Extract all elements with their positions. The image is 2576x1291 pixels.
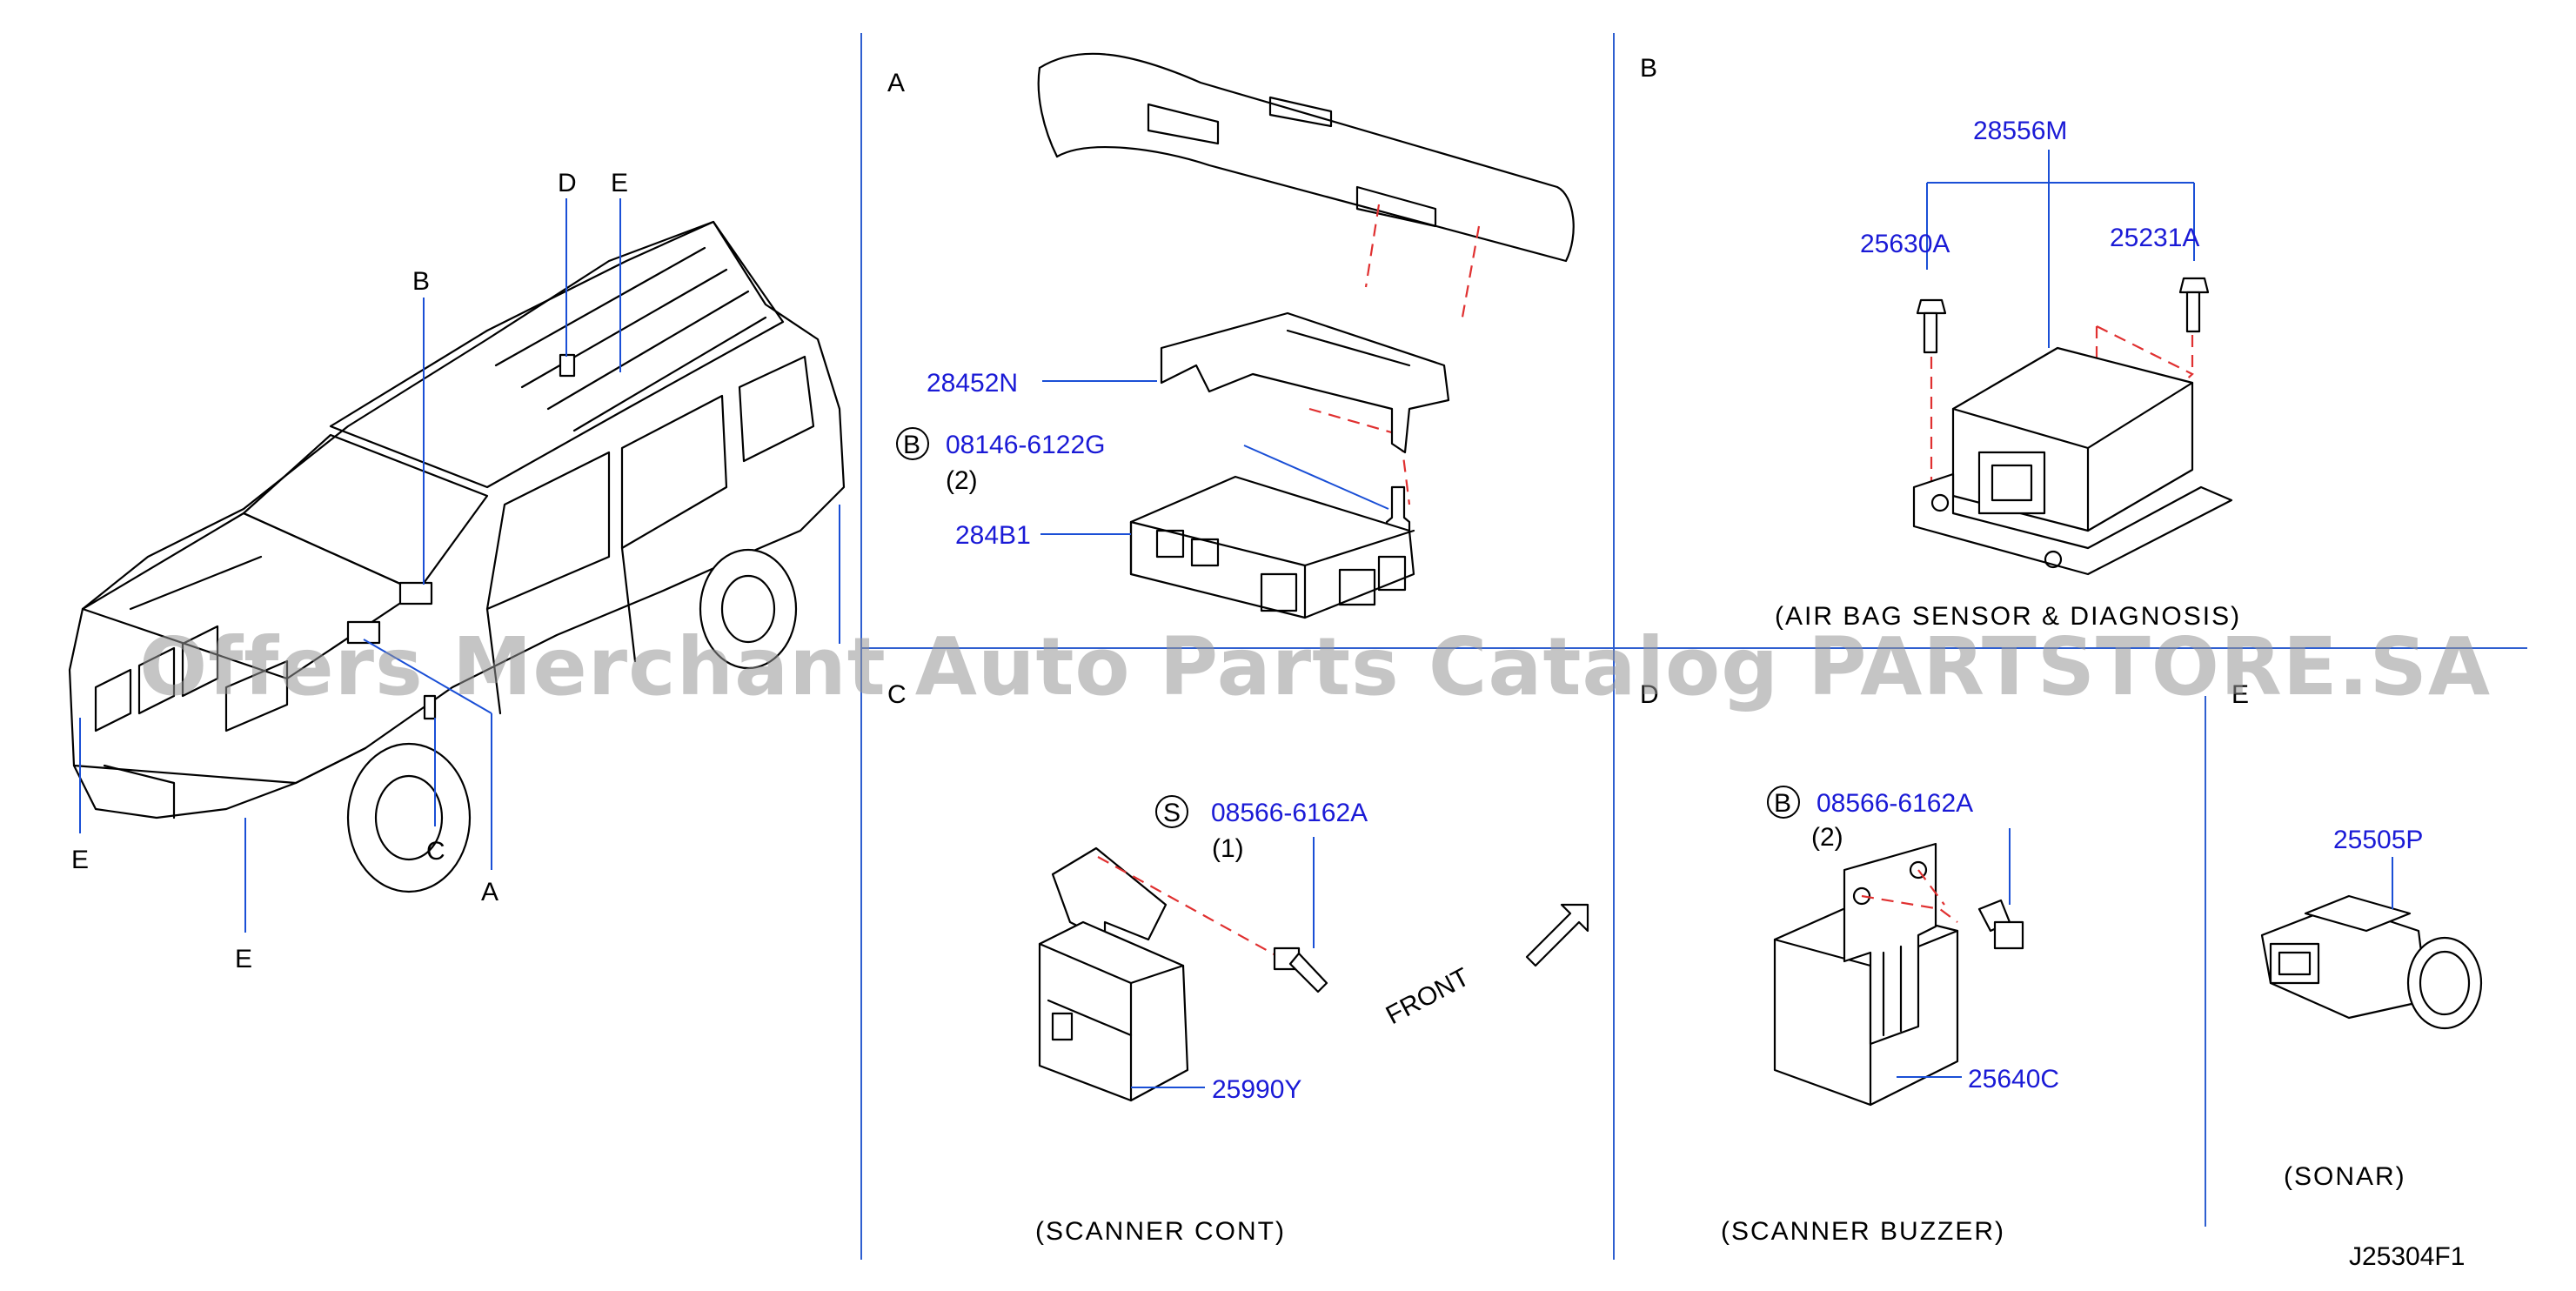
part-08146-6122g: 08146-6122G xyxy=(946,431,1106,459)
section-b: B 28556M 25630A 25231A (AIR BAG SENSOR &… xyxy=(1640,54,2241,631)
watermark: Offers Merchant Auto Parts Catalog PARTS… xyxy=(139,620,2491,713)
section-a-label: A xyxy=(887,69,905,97)
section-b-label: B xyxy=(1640,54,1657,83)
bolt-qty-d: (2) xyxy=(1811,823,1843,852)
section-a: A 28452N B 08146-6122G ( xyxy=(887,52,1575,619)
caption-scanner-cont: (SCANNER CONT) xyxy=(1035,1217,1286,1246)
bolt-ref-circle-b: B xyxy=(903,431,920,459)
callout-d: D xyxy=(558,169,577,197)
front-arrow-icon xyxy=(1525,903,1589,967)
diagram-code: J25304F1 xyxy=(2349,1242,2465,1271)
section-e-label: E xyxy=(2231,680,2249,709)
caption-air-bag-sensor: (AIR BAG SENSOR & DIAGNOSIS) xyxy=(1775,602,2241,631)
callout-e-roof: E xyxy=(611,169,628,197)
vehicle-illustration xyxy=(68,220,846,893)
vehicle-callout-leaders xyxy=(79,198,840,933)
panel-dividers xyxy=(860,33,2527,1260)
part-08566-6162a-d: 08566-6162A xyxy=(1817,789,1973,818)
callout-e-left: E xyxy=(71,846,89,874)
screw-ref-circle-s: S xyxy=(1163,799,1181,827)
part-284b1: 284B1 xyxy=(955,521,1031,550)
part-25630a: 25630A xyxy=(1860,230,1950,258)
caption-scanner-buzzer: (SCANNER BUZZER) xyxy=(1721,1217,2005,1246)
callout-b: B xyxy=(412,267,430,296)
callout-a: A xyxy=(481,878,498,906)
part-25640c: 25640C xyxy=(1968,1065,2059,1094)
bolt-qty: (2) xyxy=(946,466,978,495)
part-25505p: 25505P xyxy=(2333,826,2423,854)
part-28452n: 28452N xyxy=(927,369,1018,398)
part-25990y: 25990Y xyxy=(1212,1075,1301,1104)
section-d-label: D xyxy=(1640,680,1659,709)
section-c: C S 08566-6162A (1) 25990Y (SCANNER CONT… xyxy=(887,680,1589,1246)
screw-qty: (1) xyxy=(1212,834,1244,863)
section-e: E 25505P (SONAR) xyxy=(2231,680,2483,1191)
part-28556m: 28556M xyxy=(1973,117,2067,145)
section-d: D B 08566-6162A (2) 25640C (SCANNER BUZZ… xyxy=(1640,680,2059,1246)
front-label: FRONT xyxy=(1382,963,1475,1031)
bolt-ref-circle-b-d: B xyxy=(1774,789,1791,818)
callout-e-front: E xyxy=(235,945,252,973)
part-08566-6162a-c: 08566-6162A xyxy=(1211,799,1368,827)
section-c-label: C xyxy=(887,680,907,709)
part-25231a: 25231A xyxy=(2110,224,2199,252)
vehicle-callout-labels: B D E C A E E xyxy=(71,169,628,973)
caption-sonar: (SONAR) xyxy=(2284,1162,2406,1191)
callout-c: C xyxy=(426,837,445,866)
